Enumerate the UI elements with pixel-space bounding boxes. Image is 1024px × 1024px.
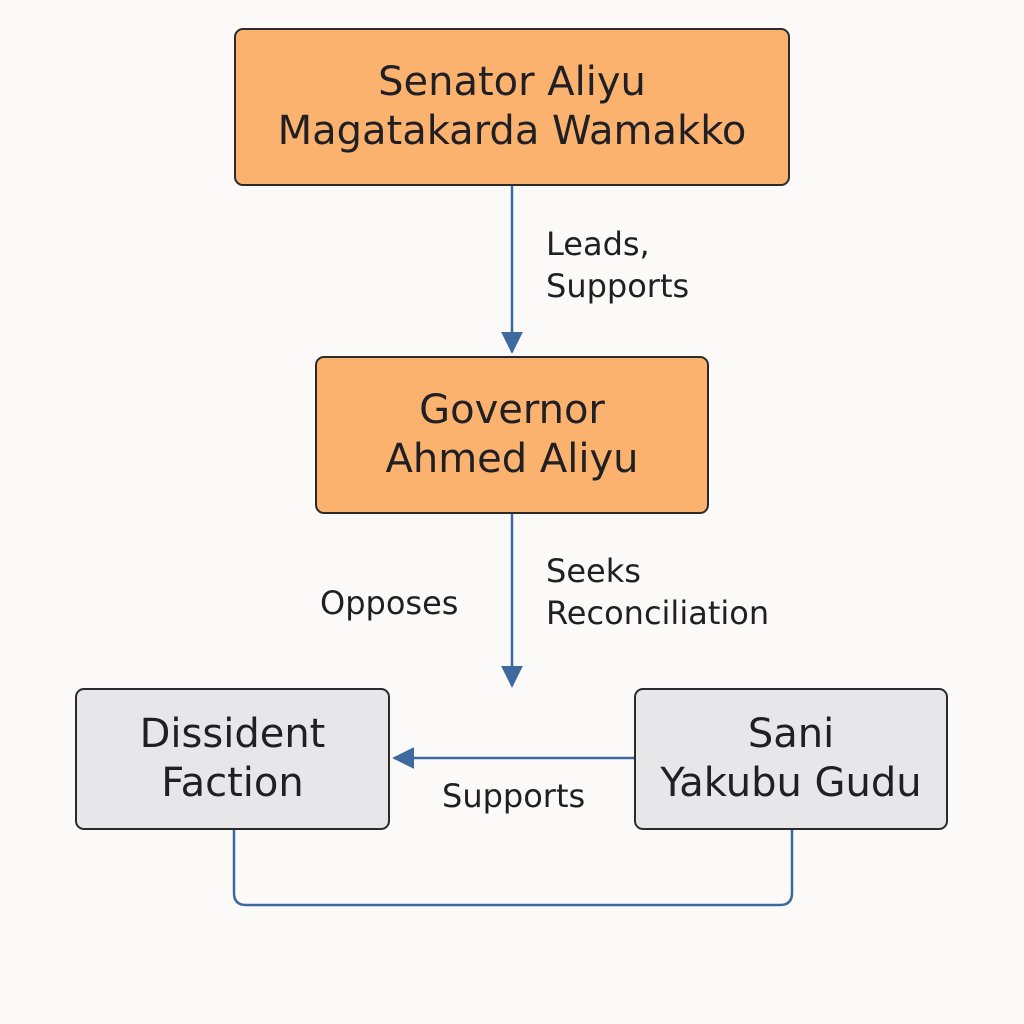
edge-label-seeks-reconciliation: Seeks Reconciliation: [546, 551, 769, 634]
node-sani-line-1: Sani: [747, 711, 835, 758]
node-governor-line-1: Governor: [419, 387, 605, 434]
node-governor-line-2: Ahmed Aliyu: [385, 436, 639, 482]
node-dissident-line-1: Dissident: [139, 711, 326, 758]
node-dissident-faction: Dissident Faction: [75, 688, 390, 830]
bottom-link-dissident-sani: [232, 830, 794, 907]
node-senator-line-2: Magatakarda Wamakko: [277, 108, 747, 154]
edge-label-leads-line-1: Leads,: [546, 225, 650, 263]
node-senator-line-1: Senator Aliyu: [378, 59, 646, 106]
edge-label-seeks-line-2: Reconciliation: [546, 593, 770, 632]
edge-label-seeks-line-1: Seeks: [546, 552, 641, 590]
node-senator-wamakko: Senator Aliyu Magatakarda Wamakko: [234, 28, 790, 186]
edge-label-leads-supports: Leads, Supports: [546, 224, 689, 307]
node-sani-line-2: Yakubu Gudu: [660, 760, 922, 806]
node-sani-yakubu-gudu: Sani Yakubu Gudu: [634, 688, 948, 830]
edge-label-leads-line-2: Supports: [546, 266, 690, 305]
node-dissident-line-2: Faction: [161, 760, 304, 806]
edge-label-opposes: Opposes: [320, 584, 459, 622]
edge-label-supports: Supports: [442, 777, 586, 815]
node-governor-ahmed-aliyu: Governor Ahmed Aliyu: [315, 356, 709, 514]
